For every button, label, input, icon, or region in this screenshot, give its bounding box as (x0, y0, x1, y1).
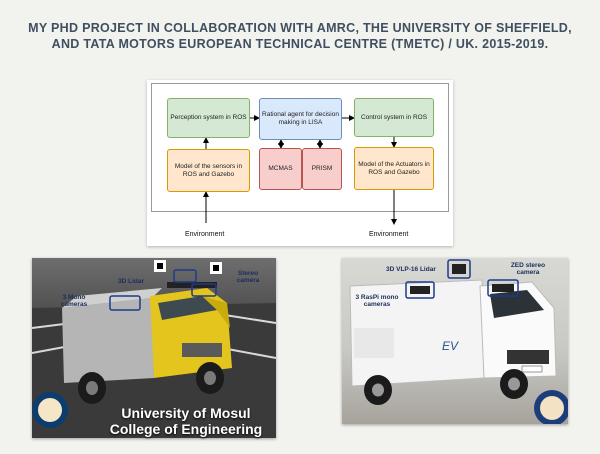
real-truck-image: EV 3D VLP-16 Lidar ZED stereo camera 3 R… (342, 258, 568, 424)
university-caption: University of Mosul College of Engineeri… (96, 405, 276, 437)
title-line-2: AND TATA MOTORS EUROPEAN TECHNICAL CENTR… (51, 37, 549, 51)
rational-agent-box: Rational agent for decision making in LI… (259, 98, 342, 140)
environment-label-left: Environment (185, 231, 225, 238)
title-line-1: MY PHD PROJECT IN COLLABORATION WITH AMR… (28, 21, 572, 35)
real-zed-camera-label: ZED stereo camera (510, 262, 546, 276)
actuators-model-label: Model of the Actuators in ROS and Gazebo (358, 160, 430, 176)
svg-text:EV: EV (442, 339, 459, 353)
mcmas-box: MCMAS (259, 148, 302, 190)
sim-mono-cameras-label: 3 Mono cameras (60, 294, 88, 308)
sensors-model-box: Model of the sensors in ROS and Gazebo (167, 149, 250, 192)
control-system-box: Control system in ROS (354, 98, 434, 137)
simulation-truck-image: 3D Lidar Stereo camera 3 Mono cameras (32, 258, 276, 438)
architecture-diagram: Perception system in ROS Rational agent … (147, 80, 453, 246)
environment-label-right: Environment (369, 231, 409, 238)
perception-system-label: Perception system in ROS (170, 114, 247, 121)
caption-college: College of Engineering (109, 421, 263, 437)
rational-agent-label: Rational agent for decision making in LI… (262, 111, 339, 126)
diagram-arrows (203, 115, 397, 225)
prism-label: PRISM (311, 165, 333, 172)
real-vlp16-lidar-label: 3D VLP-16 Lidar (386, 266, 436, 273)
sim-stereo-camera-label: Stereo camera (236, 270, 260, 284)
control-system-label: Control system in ROS (360, 113, 428, 121)
caption-university: University of Mosul (121, 405, 251, 421)
sensors-model-label: Model of the sensors in ROS and Gazebo (174, 162, 243, 178)
sim-3d-lidar-label: 3D Lidar (118, 278, 145, 285)
real-raspi-cameras-label: 3 RasPi mono cameras (355, 294, 399, 308)
simulated-truck-illustration (32, 260, 276, 438)
mcmas-label: MCMAS (268, 165, 293, 172)
page-title: MY PHD PROJECT IN COLLABORATION WITH AMR… (10, 20, 590, 52)
real-truck-illustration: EV (349, 259, 568, 424)
prism-box: PRISM (302, 148, 342, 190)
actuators-model-box: Model of the Actuators in ROS and Gazebo (354, 147, 434, 190)
perception-system-box: Perception system in ROS (167, 98, 250, 138)
